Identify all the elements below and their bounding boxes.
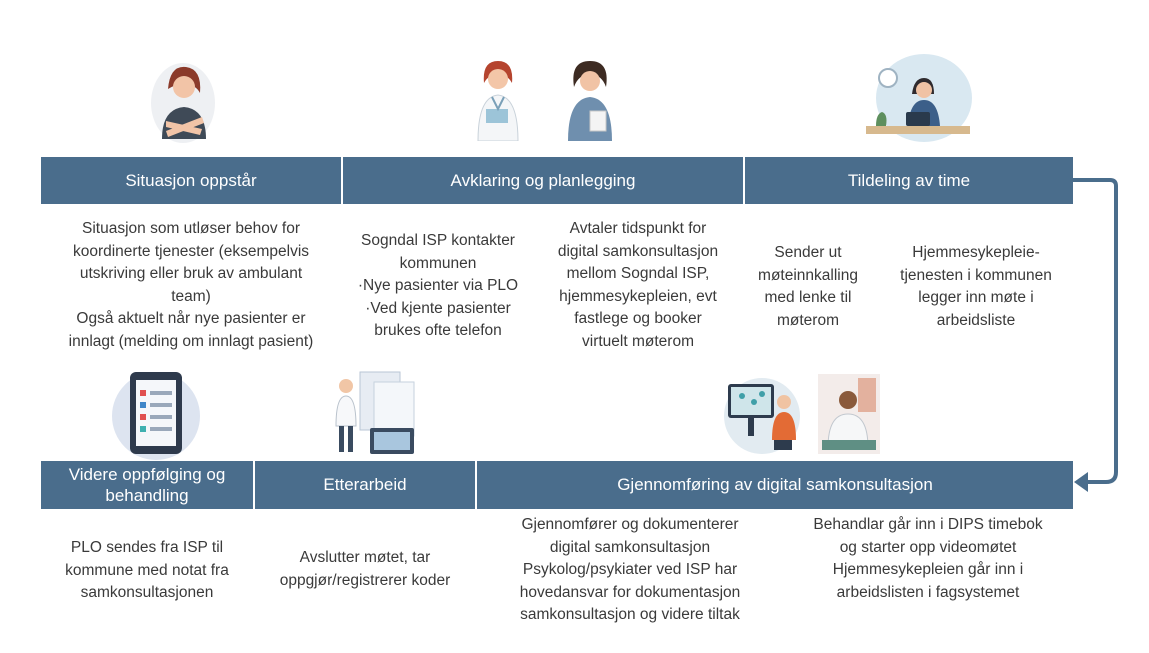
step-situasjon-title: Situasjon oppstår — [125, 170, 257, 190]
step-situasjon-header: Situasjon oppstår — [41, 157, 341, 204]
step-tildeling-text-left: Sender ut møteinnkalling med lenke til m… — [758, 244, 858, 329]
step-etterarbeid-text: Avslutter møtet, tar oppgjør/registrerer… — [279, 549, 451, 589]
step-etterarbeid-title: Etterarbeid — [323, 475, 407, 494]
step-avklaring-header: Avklaring og planlegging — [343, 157, 743, 204]
tablet-checklist-illustration — [112, 372, 200, 460]
step-gjennomforing-text-left: Gjennomfører og dokumenterer digital sam… — [519, 516, 741, 623]
woman-at-desk-illustration — [866, 54, 972, 142]
step-tildeling-text-right: Hjemmesykepleie- tjenesten i kommunen le… — [900, 244, 1052, 329]
step-gjennomforing-title: Gjennomføring av digital samkonsultasjon — [617, 475, 933, 494]
nurse-illustration — [568, 61, 612, 141]
woman-arms-crossed-illustration — [151, 63, 215, 143]
step-videre-text: PLO sendes fra ISP til kommune med notat… — [65, 539, 229, 601]
step-gjennomforing-header: Gjennomføring av digital samkonsultasjon — [477, 461, 1073, 509]
step-etterarbeid-header: Etterarbeid — [255, 461, 475, 509]
step-avklaring-title: Avklaring og planlegging — [450, 170, 636, 190]
person-at-computer-illustration — [724, 378, 800, 454]
connector-arrow — [1072, 178, 1118, 492]
step-situasjon-text: Situasjon som utløser behov for koordine… — [68, 220, 314, 350]
step-videre-header: Videre oppfølging og behandling — [41, 461, 253, 509]
step-videre-title: Videre oppfølging og behandling — [68, 465, 226, 505]
doctor-with-documents-illustration — [335, 371, 415, 454]
step-avklaring-text-left: Sogndal ISP kontakter kommunen ·Nye pasi… — [357, 232, 519, 339]
step-gjennomforing-text-right: Behandlar går inn i DIPS timebok og star… — [813, 516, 1043, 601]
step-tildeling-header: Tildeling av time — [745, 157, 1073, 204]
doctor-illustration — [477, 61, 519, 141]
step-avklaring-text-right: Avtaler tidspunkt for digital samkonsult… — [557, 220, 719, 350]
step-tildeling-title: Tildeling av time — [847, 170, 971, 190]
video-call-doctor-illustration — [818, 374, 880, 454]
